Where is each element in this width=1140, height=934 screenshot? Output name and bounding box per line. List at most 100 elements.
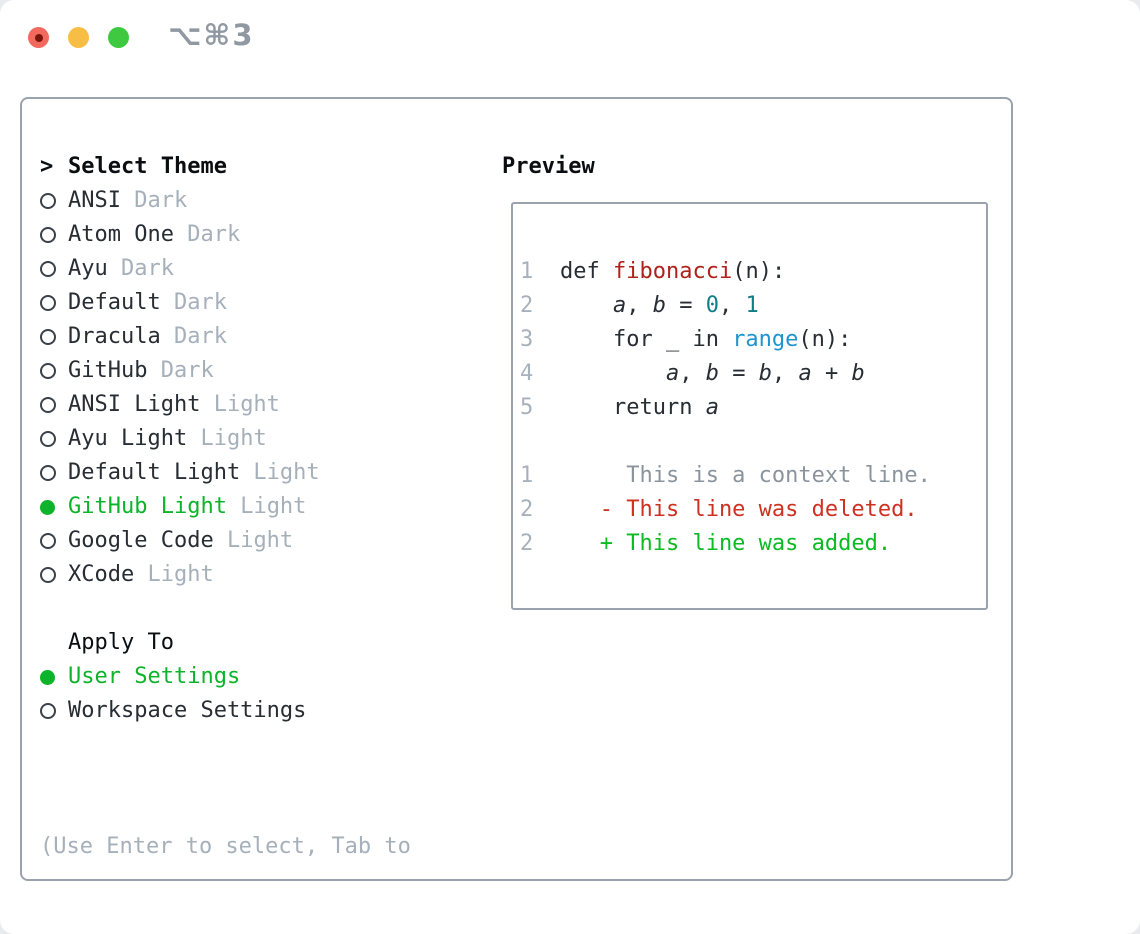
radio-icon bbox=[40, 261, 68, 277]
line-number: 2 bbox=[520, 497, 534, 522]
code-token: (n): bbox=[732, 259, 786, 284]
theme-option[interactable]: Dracula Dark bbox=[40, 320, 490, 354]
code-line bbox=[520, 425, 986, 459]
theme-name: Dracula bbox=[68, 324, 161, 349]
line-number: 1 bbox=[520, 463, 534, 488]
code-token: , bbox=[771, 361, 799, 386]
select-theme-header: > Select Theme bbox=[40, 150, 490, 184]
code-line: 1 This is a context line. bbox=[520, 459, 986, 493]
code-token: a bbox=[798, 361, 812, 386]
code-token: return bbox=[560, 395, 706, 420]
code-line: 2 - This line was deleted. bbox=[520, 493, 986, 527]
theme-variant: Light bbox=[187, 426, 267, 451]
theme-variant: Light bbox=[213, 528, 294, 553]
code-token: def bbox=[560, 259, 613, 284]
radio-icon bbox=[40, 295, 68, 311]
theme-variant: Light bbox=[226, 494, 307, 519]
code-token: a bbox=[705, 395, 719, 420]
code-line: 5 return a bbox=[520, 391, 986, 425]
code-token: fibonacci bbox=[612, 259, 733, 284]
code-token: - This line was deleted. bbox=[560, 497, 918, 522]
code-token: , bbox=[626, 293, 653, 318]
code-token: b bbox=[851, 361, 865, 386]
theme-option[interactable]: Default Light Light bbox=[40, 456, 490, 490]
line-number: 4 bbox=[520, 361, 534, 386]
line-number: 1 bbox=[520, 259, 534, 284]
line-number: 2 bbox=[520, 293, 534, 318]
code-line: 3 for _ in range(n): bbox=[520, 323, 986, 357]
radio-icon bbox=[40, 431, 68, 447]
line-number: 3 bbox=[520, 327, 534, 352]
code-token bbox=[560, 361, 666, 386]
apply-to-header: Apply To bbox=[40, 626, 490, 660]
apply-option[interactable]: Workspace Settings bbox=[40, 694, 490, 728]
titlebar-shortcut-label: ⌥⌘3 bbox=[168, 18, 255, 52]
code-token bbox=[560, 293, 613, 318]
line-number: 5 bbox=[520, 395, 534, 420]
theme-option[interactable]: Ayu Light Light bbox=[40, 422, 490, 456]
code-token: + This line was added. bbox=[560, 531, 892, 556]
theme-option[interactable]: Ayu Dark bbox=[40, 252, 490, 286]
hint-line-1: (Use Enter to select, Tab to bbox=[40, 834, 411, 859]
theme-variant: Dark bbox=[160, 290, 227, 315]
theme-option[interactable]: Google Code Light bbox=[40, 524, 490, 558]
minimize-button[interactable] bbox=[68, 27, 89, 48]
theme-name: GitHub bbox=[68, 358, 148, 383]
apply-option-label: Workspace Settings bbox=[68, 698, 307, 723]
theme-variant: Dark bbox=[160, 324, 227, 349]
keyboard-hint: (Use Enter to select, Tab to change focu… bbox=[40, 762, 490, 934]
theme-variant: Dark bbox=[120, 188, 188, 213]
code-token: range bbox=[732, 327, 799, 352]
code-line: 1 def fibonacci(n): bbox=[520, 255, 986, 289]
code-token: (n): bbox=[798, 327, 852, 352]
apply-option[interactable]: User Settings bbox=[40, 660, 490, 694]
code-line: 2 a, b = 0, 1 bbox=[520, 289, 986, 323]
theme-name: Ayu Light bbox=[68, 426, 188, 451]
theme-option[interactable]: Default Dark bbox=[40, 286, 490, 320]
theme-variant: Dark bbox=[173, 222, 241, 247]
radio-icon bbox=[40, 465, 68, 481]
code-line: 4 a, b = b, a + b bbox=[520, 357, 986, 391]
code-line: 2 + This line was added. bbox=[520, 527, 986, 561]
radio-icon bbox=[40, 703, 68, 719]
theme-option[interactable]: XCode Light bbox=[40, 558, 490, 592]
radio-icon bbox=[40, 193, 68, 209]
theme-option[interactable]: GitHub Dark bbox=[40, 354, 490, 388]
code-token: + bbox=[811, 361, 852, 386]
code-token: , bbox=[679, 361, 706, 386]
select-theme-title: Select Theme bbox=[68, 154, 227, 179]
zoom-button[interactable] bbox=[108, 27, 129, 48]
code-token: b bbox=[758, 361, 772, 386]
code-token: b bbox=[652, 293, 666, 318]
line-number: 2 bbox=[520, 531, 534, 556]
code-token: = bbox=[665, 293, 706, 318]
theme-name: ANSI bbox=[68, 188, 121, 213]
radio-selected-icon bbox=[40, 499, 68, 515]
theme-name: ANSI Light bbox=[68, 392, 201, 417]
radio-icon bbox=[40, 397, 68, 413]
code-token: = bbox=[718, 361, 759, 386]
radio-selected-icon bbox=[40, 669, 68, 685]
apply-option-label: User Settings bbox=[68, 664, 241, 689]
theme-variant: Dark bbox=[147, 358, 214, 383]
theme-option[interactable]: ANSI Dark bbox=[40, 184, 490, 218]
code-token: 1 bbox=[745, 293, 759, 318]
radio-icon bbox=[40, 533, 68, 549]
theme-name: Default bbox=[68, 290, 161, 315]
theme-name: Default Light bbox=[68, 460, 241, 485]
theme-variant: Dark bbox=[107, 256, 174, 281]
code-token: 0 bbox=[705, 293, 719, 318]
code-token: b bbox=[705, 361, 719, 386]
theme-option[interactable]: ANSI Light Light bbox=[40, 388, 490, 422]
theme-option[interactable]: Atom One Dark bbox=[40, 218, 490, 252]
theme-name: Atom One bbox=[68, 222, 174, 247]
code-token: for _ in bbox=[560, 327, 733, 352]
close-button[interactable] bbox=[28, 27, 49, 48]
theme-option[interactable]: GitHub Light Light bbox=[40, 490, 490, 524]
